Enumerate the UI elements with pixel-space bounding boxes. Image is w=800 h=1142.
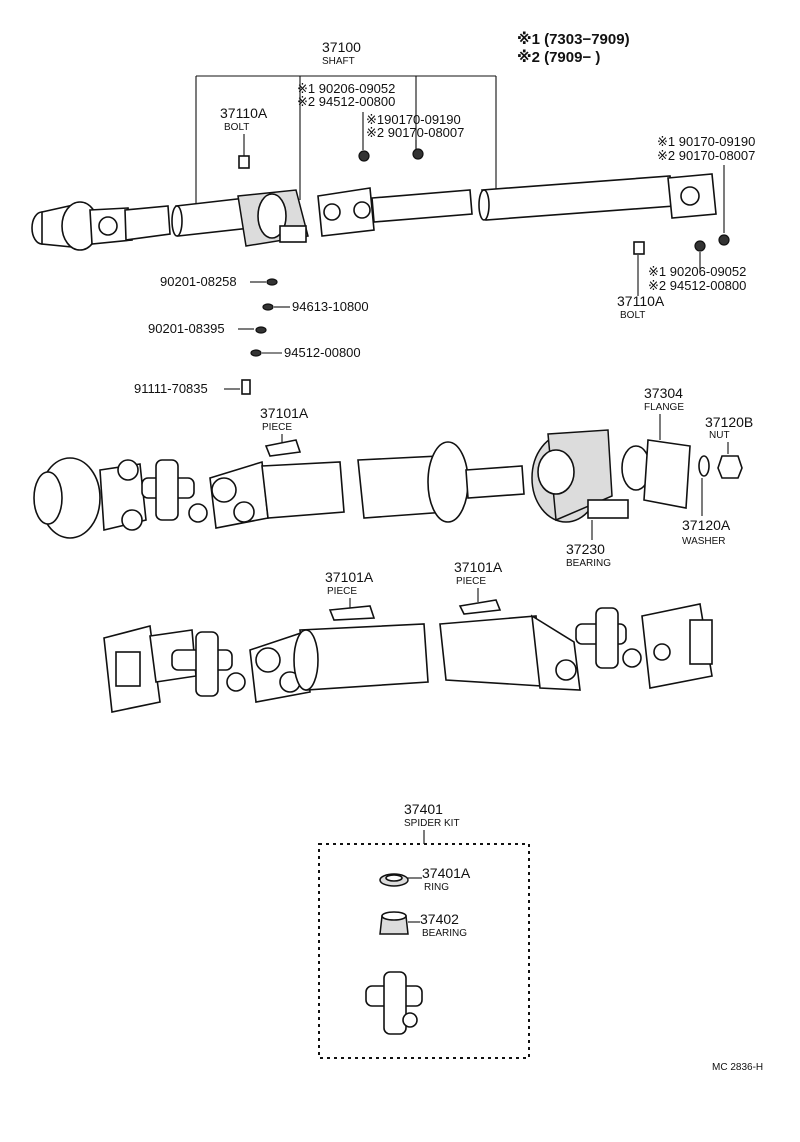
bolt-right-drawing — [633, 241, 645, 255]
bolt-left-name: BOLT — [224, 122, 249, 133]
bearing-mid-name: BEARING — [566, 558, 611, 569]
small-part-4: 94512-00800 — [284, 345, 361, 360]
note-right-1: ※1 90170-09190 — [657, 134, 755, 149]
kit-bearing-number: 37402 — [420, 911, 459, 927]
small-part-2: 94613-10800 — [292, 299, 369, 314]
note-right-4: ※2 94512-00800 — [648, 278, 746, 293]
note-right-3: ※1 90206-09052 — [648, 264, 746, 279]
washer-name: WASHER — [682, 536, 726, 547]
small-parts-list: 90201-08258 94613-10800 90201-08395 9451… — [134, 274, 369, 396]
legend-row-1: ※1 (7303−7909) — [517, 30, 630, 48]
piece-mid-number: 37101A — [260, 405, 309, 421]
ring-name: RING — [424, 882, 449, 893]
shaft-name: SHAFT — [322, 56, 355, 67]
spider-kit-number: 37401 — [404, 801, 443, 817]
shaft-number: 37100 — [322, 39, 361, 55]
bolt-left-number: 37110A — [220, 105, 268, 121]
bolt-left-drawing — [238, 155, 250, 169]
note-top-a2: ※2 94512-00800 — [297, 94, 395, 109]
piece-lower2-number: 37101A — [454, 559, 503, 575]
bolt-right-name: BOLT — [620, 310, 645, 321]
model-year-legend: ※1 (7303−7909) ※2 (7909− ) — [517, 30, 630, 66]
legend-row-2: ※2 (7909− ) — [517, 48, 600, 66]
bearing-mid-number: 37230 — [566, 541, 605, 557]
small-part-3: 90201-08395 — [148, 321, 225, 336]
propeller-shaft-assembly — [31, 148, 730, 255]
nut-number: 37120B — [705, 414, 753, 430]
piece-mid-name: PIECE — [262, 422, 292, 433]
exploded-rear-section — [103, 603, 713, 713]
piece-lower2-name: PIECE — [456, 576, 486, 587]
nut-name: NUT — [709, 430, 730, 441]
washer-number: 37120A — [682, 517, 731, 533]
small-part-1: 90201-08258 — [160, 274, 237, 289]
ring-number: 37401A — [422, 865, 471, 881]
flange-name: FLANGE — [644, 402, 684, 413]
piece-lower1-name: PIECE — [327, 586, 357, 597]
note-top-a1: ※1 90206-09052 — [297, 81, 395, 96]
piece-lower1-number: 37101A — [325, 569, 374, 585]
kit-bearing-name: BEARING — [422, 928, 467, 939]
bolt-right-number: 37110A — [617, 293, 665, 309]
spider-kit-name: SPIDER KIT — [404, 818, 460, 829]
diagram-code: MC 2836-H — [712, 1062, 763, 1073]
note-right-2: ※2 90170-08007 — [657, 148, 755, 163]
exploded-center-section — [33, 429, 743, 539]
shaft-bracket — [195, 75, 497, 205]
spider-kit-box — [318, 843, 530, 1059]
small-part-5: 91111-70835 — [134, 381, 208, 396]
note-top-b1: ※190170-09190 — [366, 112, 461, 127]
flange-number: 37304 — [644, 385, 683, 401]
note-top-b2: ※2 90170-08007 — [366, 125, 464, 140]
spider-kit-contents: 37401A RING 37402 BEARING — [365, 865, 471, 1035]
